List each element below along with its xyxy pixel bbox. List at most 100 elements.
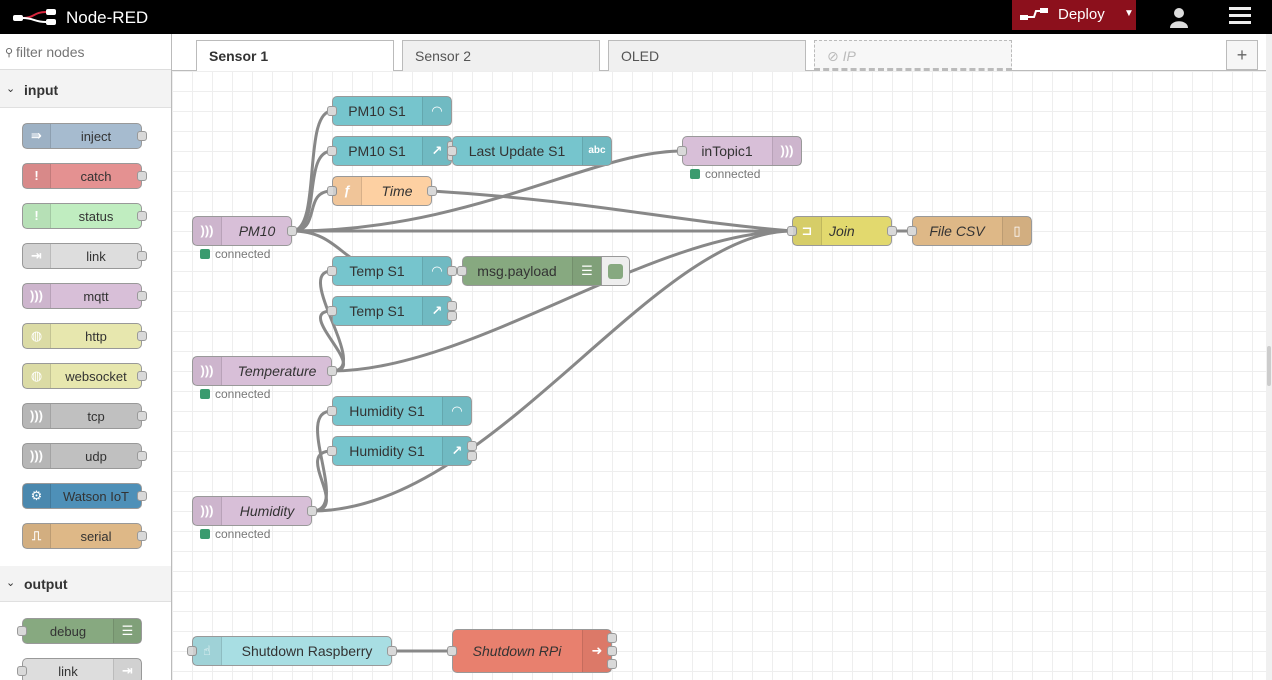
palette-node-tcp[interactable]: ))) tcp bbox=[22, 403, 147, 429]
output-port bbox=[607, 646, 617, 656]
palette-node-link[interactable]: ⇥ link bbox=[22, 243, 147, 269]
input-port bbox=[457, 266, 467, 276]
node-temperature-mqtt[interactable]: ))) Temperature bbox=[192, 356, 337, 386]
chart-icon: ↗ bbox=[422, 297, 451, 325]
output-port bbox=[137, 371, 147, 381]
debug-toggle-button[interactable] bbox=[602, 256, 630, 286]
bridge-icon: ))) bbox=[23, 404, 51, 428]
input-port bbox=[327, 406, 337, 416]
node-pm10-mqtt[interactable]: ))) PM10 bbox=[192, 216, 297, 246]
scrollbar-thumb[interactable] bbox=[1267, 346, 1271, 386]
tab-sensor-1[interactable]: Sensor 1 bbox=[196, 40, 394, 72]
flow-canvas[interactable]: PM10 S1 ◠ PM10 S1 ↗ Last Update S1 abc i… bbox=[172, 71, 1266, 680]
node-last-update[interactable]: Last Update S1 abc bbox=[447, 136, 612, 166]
hamburger-menu-icon[interactable] bbox=[1229, 7, 1251, 27]
tab-sensor-2[interactable]: Sensor 2 bbox=[402, 40, 600, 71]
input-port bbox=[447, 646, 457, 656]
pm10-status: connected bbox=[200, 247, 270, 261]
node-msg-payload[interactable]: msg.payload ☰ bbox=[457, 256, 602, 286]
palette-node-inject[interactable]: ⇛ inject bbox=[22, 123, 147, 149]
node-temp-gauge[interactable]: Temp S1 ◠ bbox=[327, 256, 457, 286]
flow-wires bbox=[291, 109, 912, 653]
chart-icon: ↗ bbox=[422, 137, 451, 165]
category-label: input bbox=[24, 82, 59, 98]
link-in-icon: ⇥ bbox=[23, 244, 51, 268]
input-port bbox=[327, 146, 337, 156]
status-dot bbox=[200, 249, 210, 259]
node-temp-chart[interactable]: Temp S1 ↗ bbox=[327, 296, 457, 326]
status-text: connected bbox=[215, 387, 271, 401]
node-join[interactable]: ⊐ Join bbox=[787, 216, 897, 246]
node-label: Last Update S1 bbox=[468, 143, 566, 159]
node-file-csv[interactable]: File CSV ▯ bbox=[907, 216, 1032, 246]
palette-node-watson-iot[interactable]: ⚙ Watson IoT bbox=[22, 483, 147, 509]
palette-node-label: tcp bbox=[87, 409, 105, 424]
exclamation-icon: ! bbox=[23, 204, 51, 228]
category-output-header[interactable]: ⌄ output bbox=[0, 566, 171, 602]
node-pm10-chart[interactable]: PM10 S1 ↗ bbox=[327, 136, 457, 166]
list-icon: ☰ bbox=[572, 257, 601, 285]
node-shutdown-exec[interactable]: Shutdown RPi ➜ bbox=[447, 629, 617, 673]
palette-node-udp[interactable]: ))) udp bbox=[22, 443, 147, 469]
palette-node-label: serial bbox=[80, 529, 112, 544]
user-icon[interactable] bbox=[1166, 4, 1192, 30]
node-humidity-chart[interactable]: Humidity S1 ↗ bbox=[327, 436, 477, 466]
palette-node-label: catch bbox=[80, 169, 112, 184]
output-port bbox=[137, 531, 147, 541]
globe-icon: ◍ bbox=[23, 324, 51, 348]
output-port bbox=[447, 311, 457, 321]
palette-node-websocket[interactable]: ◍ websocket bbox=[22, 363, 147, 389]
output-port bbox=[137, 291, 147, 301]
palette-node-label: Watson IoT bbox=[63, 489, 129, 504]
arrow-in-icon: ⇛ bbox=[23, 124, 51, 148]
palette-node-label: link bbox=[58, 664, 78, 679]
node-pm10-gauge[interactable]: PM10 S1 ◠ bbox=[327, 96, 452, 126]
tab-ip[interactable]: ⊘ IP bbox=[814, 40, 1012, 71]
input-nodes-list: ⇛ inject ! catch ! status ⇥ link ))) mqt… bbox=[0, 108, 171, 566]
output-port bbox=[887, 226, 897, 236]
palette-node-http[interactable]: ◍ http bbox=[22, 323, 147, 349]
node-label: File CSV bbox=[929, 223, 985, 239]
header-bar: Node-RED Deploy ▼ bbox=[0, 0, 1272, 34]
node-humidity-gauge[interactable]: Humidity S1 ◠ bbox=[327, 396, 472, 426]
output-port bbox=[387, 646, 397, 656]
file-icon: ▯ bbox=[1002, 217, 1031, 245]
tab-label: Sensor 2 bbox=[415, 48, 472, 64]
output-port bbox=[327, 366, 337, 376]
node-label: PM10 S1 bbox=[348, 143, 406, 159]
node-time[interactable]: ƒ Time bbox=[327, 176, 437, 206]
bridge-icon: ))) bbox=[193, 357, 222, 385]
input-port bbox=[787, 226, 797, 236]
node-intopic1[interactable]: inTopic1 ))) bbox=[677, 136, 802, 166]
watson-icon: ⚙ bbox=[23, 484, 51, 508]
palette-node-status[interactable]: ! status bbox=[22, 203, 147, 229]
palette-node-debug[interactable]: debug ☰ bbox=[17, 618, 142, 644]
filter-nodes-input[interactable] bbox=[16, 43, 166, 61]
function-icon: ƒ bbox=[333, 177, 362, 205]
output-port bbox=[427, 186, 437, 196]
input-port bbox=[447, 146, 457, 156]
deploy-dropdown-icon[interactable]: ▼ bbox=[1124, 8, 1134, 19]
palette-node-mqtt[interactable]: ))) mqtt bbox=[22, 283, 147, 309]
add-tab-button[interactable]: + bbox=[1226, 40, 1258, 70]
output-port bbox=[137, 131, 147, 141]
palette-node-link-out[interactable]: link ⇥ bbox=[17, 658, 142, 680]
tab-oled[interactable]: OLED bbox=[608, 40, 806, 71]
category-input-header[interactable]: ⌄ input bbox=[0, 72, 171, 108]
node-humidity-mqtt[interactable]: ))) Humidity bbox=[192, 496, 317, 526]
output-port bbox=[137, 451, 147, 461]
node-label: Temp S1 bbox=[349, 303, 405, 319]
palette-node-catch[interactable]: ! catch bbox=[22, 163, 147, 189]
palette-node-label: udp bbox=[85, 449, 107, 464]
gauge-icon: ◠ bbox=[422, 257, 451, 285]
node-label: Temperature bbox=[237, 363, 317, 379]
node-shutdown-button[interactable]: ☝ Shutdown Raspberry bbox=[187, 636, 397, 666]
palette-node-serial[interactable]: ⎍ serial bbox=[22, 523, 147, 549]
hand-pointer-icon: ☝ bbox=[193, 637, 222, 665]
deploy-button[interactable]: Deploy ▼ bbox=[1012, 0, 1136, 30]
input-port bbox=[327, 186, 337, 196]
gauge-icon: ◠ bbox=[442, 397, 471, 425]
input-port bbox=[17, 666, 27, 676]
input-port bbox=[327, 446, 337, 456]
output-port bbox=[137, 171, 147, 181]
